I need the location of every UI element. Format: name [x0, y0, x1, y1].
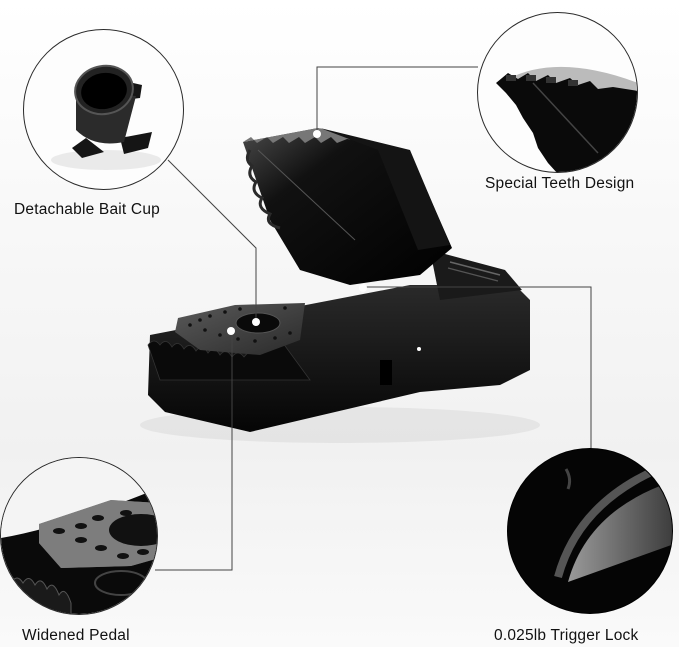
mouse-trap-pedal: [175, 303, 305, 355]
callout-pedal-label: Widened Pedal: [22, 627, 130, 644]
connector-pedal: [155, 330, 233, 571]
pedal-icon: [1, 458, 157, 614]
pointer-dot-pedal: [227, 327, 235, 335]
callout-bait-cup-circle: [23, 29, 184, 190]
callout-teeth-label: Special Teeth Design: [485, 175, 635, 192]
connector-lines: [155, 66, 592, 571]
mouse-trap-jaw: [243, 128, 452, 285]
pointer-dot-bait-cup: [252, 318, 260, 326]
teeth-icon: [496, 67, 637, 172]
callout-trigger-circle: [507, 448, 673, 614]
callout-trigger-label: 0.025lb Trigger Lock: [494, 627, 639, 644]
connector-teeth: [316, 66, 478, 133]
callout-bait-cup-label: Detachable Bait Cup: [14, 201, 160, 218]
trigger-lock-icon: [554, 465, 672, 582]
bait-cup-icon: [51, 64, 161, 170]
callout-pedal-circle: [0, 457, 158, 615]
pointer-dot-trigger: [359, 284, 367, 292]
callout-teeth-circle: [477, 12, 638, 173]
connector-trigger: [363, 286, 592, 470]
connector-bait-cup: [167, 159, 257, 323]
pointer-dot-teeth: [313, 130, 321, 138]
